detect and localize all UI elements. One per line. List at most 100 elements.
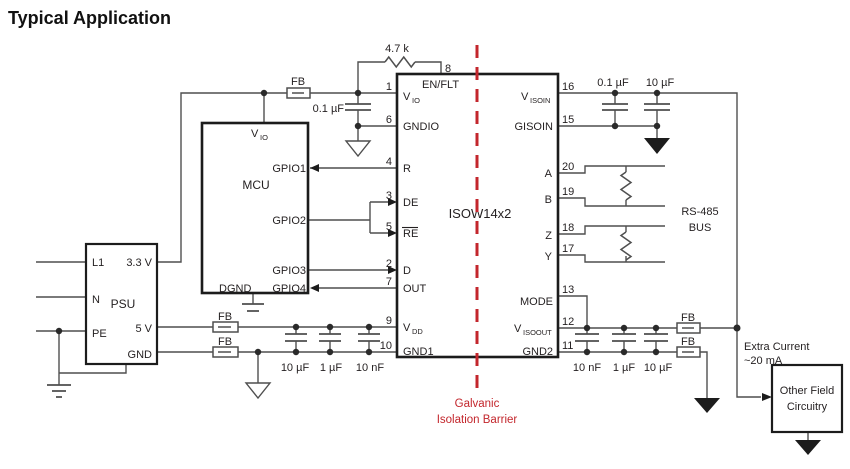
fb-gnd2-label: FB <box>681 336 695 348</box>
ground-filled-gisoin-icon <box>644 138 670 154</box>
ground-open-vdd-icon <box>244 382 272 400</box>
fb-visoout-label: FB <box>681 312 695 324</box>
caps-isoout <box>575 333 668 342</box>
ic-a-label: A <box>545 168 553 180</box>
cap-isoin-1-label: 0.1 µF <box>597 77 629 89</box>
ic-gisoin-label: GISOIN <box>514 121 553 133</box>
pin-num-3: 3 <box>386 190 392 202</box>
resistor-term-ab <box>619 171 633 201</box>
isolation-barrier: Galvanic Isolation Barrier <box>437 45 518 426</box>
mcu-dgnd-label: DGND <box>219 283 251 295</box>
ic-name: ISOW14x2 <box>449 206 512 221</box>
ferrite-beads-left <box>212 87 311 358</box>
ground-dgnd-icon <box>242 303 264 312</box>
pin-num-19: 19 <box>562 186 574 198</box>
ic-gnd1-label: GND1 <box>403 346 434 358</box>
resistor-4k7 <box>384 55 416 69</box>
arrow-into-d-icon <box>388 266 397 274</box>
ic-d-label: D <box>403 265 411 277</box>
ground-filled-gnd2-icon <box>694 398 720 413</box>
fb-5v-label: FB <box>218 311 232 323</box>
ic-r-label: R <box>403 163 411 175</box>
ic-re-label: RE <box>403 228 418 240</box>
ic-y-label: Y <box>545 251 553 263</box>
wire-visoin-loop <box>558 92 761 398</box>
arrow-into-gpio4-icon <box>310 284 319 292</box>
fb-gnd-label: FB <box>218 336 232 348</box>
psu-3v3-label: 3.3 V <box>126 257 152 269</box>
wire-3v3-riser <box>157 92 287 263</box>
fb-top-label: FB <box>291 76 305 88</box>
pin-num-20: 20 <box>562 161 574 173</box>
right-side-wires <box>558 92 821 455</box>
pullup-label: 4.7 k <box>385 43 409 55</box>
ferrite-beads-right <box>676 322 701 358</box>
ic-gndio-label: GNDIO <box>403 121 440 133</box>
mcu-gpio4-label: GPIO4 <box>272 283 306 295</box>
wire-isoout-cap-stubs <box>586 328 657 352</box>
fb-gnd-icon <box>212 346 239 358</box>
arrow-into-gpio1-icon <box>310 164 319 172</box>
cap-vdd-1-label: 10 µF <box>281 362 310 374</box>
resistor-term-zy <box>619 231 633 261</box>
fb-visoout-icon <box>676 322 701 334</box>
mcu-gpio2-label: GPIO2 <box>272 215 306 227</box>
pin-num-12: 12 <box>562 316 574 328</box>
wire-y <box>558 254 665 263</box>
wire-gpio2-de-re <box>308 201 389 234</box>
component-labels: 4.7 k FB FB FB FB FB 0.1 µF 10 µF 1 µF 1… <box>218 43 695 374</box>
other-field-box <box>770 363 844 434</box>
psu-5v-label: 5 V <box>135 323 152 335</box>
wire-z <box>558 225 665 235</box>
arrow-into-de-icon <box>388 198 397 206</box>
arrow-into-field-icon <box>762 393 772 401</box>
mcu-gpio3-label: GPIO3 <box>272 265 306 277</box>
mcu-box <box>200 121 310 295</box>
psu-block: L1 N PE 3.3 V 5 V GND PSU <box>84 242 159 366</box>
wire-isoin-cap-stubs <box>614 93 658 126</box>
earth-ground-icon <box>47 384 71 398</box>
mcu-gpio1-label: GPIO1 <box>272 163 306 175</box>
ic-de-label: DE <box>403 197 418 209</box>
wire-psu-gnd-return <box>59 364 127 374</box>
ic-vdd-label: V <box>403 322 411 334</box>
ground-filled-field-icon <box>795 440 821 455</box>
wire-pullup-right <box>415 61 442 74</box>
other-field-block: Other Field Circuitry <box>770 363 844 434</box>
fb-top-icon <box>286 87 311 99</box>
ic-mode-label: MODE <box>520 296 553 308</box>
bus-label-1: RS-485 <box>681 206 718 218</box>
pin-num-17: 17 <box>562 243 574 255</box>
cap-vdd-3-label: 10 nF <box>356 362 384 374</box>
ic-vio-label: V <box>403 91 411 103</box>
barrier-label-2: Isolation Barrier <box>437 414 518 426</box>
wire-gnd2-rail <box>558 351 708 398</box>
cap-io-bypass <box>345 103 371 111</box>
ic-visoout-sub: ISOOUT <box>523 328 552 337</box>
other-field-label-1: Other Field <box>780 385 834 397</box>
ground-open-io-icon <box>344 140 372 158</box>
pin-num-9: 9 <box>386 315 392 327</box>
barrier-label-1: Galvanic <box>455 398 500 410</box>
arrow-into-re-icon <box>388 229 397 237</box>
pin-num-15: 15 <box>562 114 574 126</box>
ic-out-label: OUT <box>403 283 427 295</box>
ic-visoout-label: V <box>514 323 522 335</box>
caps-isoin <box>602 103 670 111</box>
pin-num-16: 16 <box>562 81 574 93</box>
ic-enflt-label: EN/FLT <box>422 79 459 91</box>
wire-mode <box>558 295 588 328</box>
ic-z-label: Z <box>545 230 552 242</box>
junction-dots <box>55 89 741 356</box>
extra-current-note: Extra Current ~20 mA <box>744 341 809 367</box>
mcu-vio-label: V <box>251 128 259 140</box>
pin-num-4: 4 <box>386 156 392 168</box>
ic-vdd-sub: DD <box>412 327 423 336</box>
extra-current-label-1: Extra Current <box>744 341 809 353</box>
pin-num-7: 7 <box>386 276 392 288</box>
other-field-label-2: Circuitry <box>787 401 828 413</box>
cap-vdd-2-label: 1 µF <box>320 362 343 374</box>
rs485-bus-label: RS-485 BUS <box>681 206 718 234</box>
